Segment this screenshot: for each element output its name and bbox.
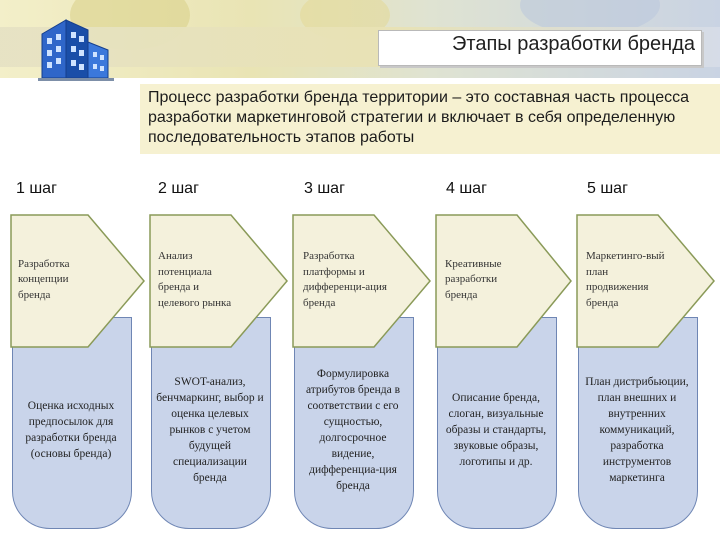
step-5-label: 5 шаг [587,180,628,197]
step-2-stage: Анализ потенциала бренда и целевого рынк… [158,250,232,309]
step-2-details: SWOT-анализ, бенчмаркинг, выбор и оценка… [156,376,264,484]
step-5-details-box [578,317,698,529]
step-1-details: Оценка исходных предпосылок для разработ… [25,400,117,460]
step-5-stage: Маркетинго-вый план продвижения бренда [586,250,665,309]
step-2-stage-chevron [149,214,288,348]
step-4-stage: Креативные разработки бренда [445,257,502,301]
step-1-label: 1 шаг [16,180,57,197]
step-4-label: 4 шаг [446,180,487,197]
step-3-stage: Разработка платформы и дифференци-ация б… [303,250,387,309]
step-3-details-box [294,317,414,529]
step-5-stage-chevron [576,214,715,348]
intro-text: Процесс разработки бренда территории – э… [148,89,690,146]
step-1-details-box [12,317,132,529]
step-5-details: План дистрибьюции, план внешних и внутре… [585,376,689,484]
step-3-label: 3 шаг [304,180,345,197]
step-4-details: Описание бренда, слоган, визуальные обра… [445,392,547,468]
intro-box [140,84,720,154]
step-3-details: Формулировка атрибутов бренда в соответс… [305,368,401,492]
step-4-details-box [437,317,557,529]
step-4-stage-chevron [435,214,572,348]
title-box [378,30,702,66]
page-title: Этапы разработки бренда [452,33,695,55]
step-1-stage: Разработка концепции бренда [18,257,70,301]
building-icon [38,19,114,81]
step-1-stage-chevron [10,214,145,348]
step-3-stage-chevron [292,214,431,348]
step-2-details-box [151,317,271,529]
step-2-label: 2 шаг [158,180,199,197]
